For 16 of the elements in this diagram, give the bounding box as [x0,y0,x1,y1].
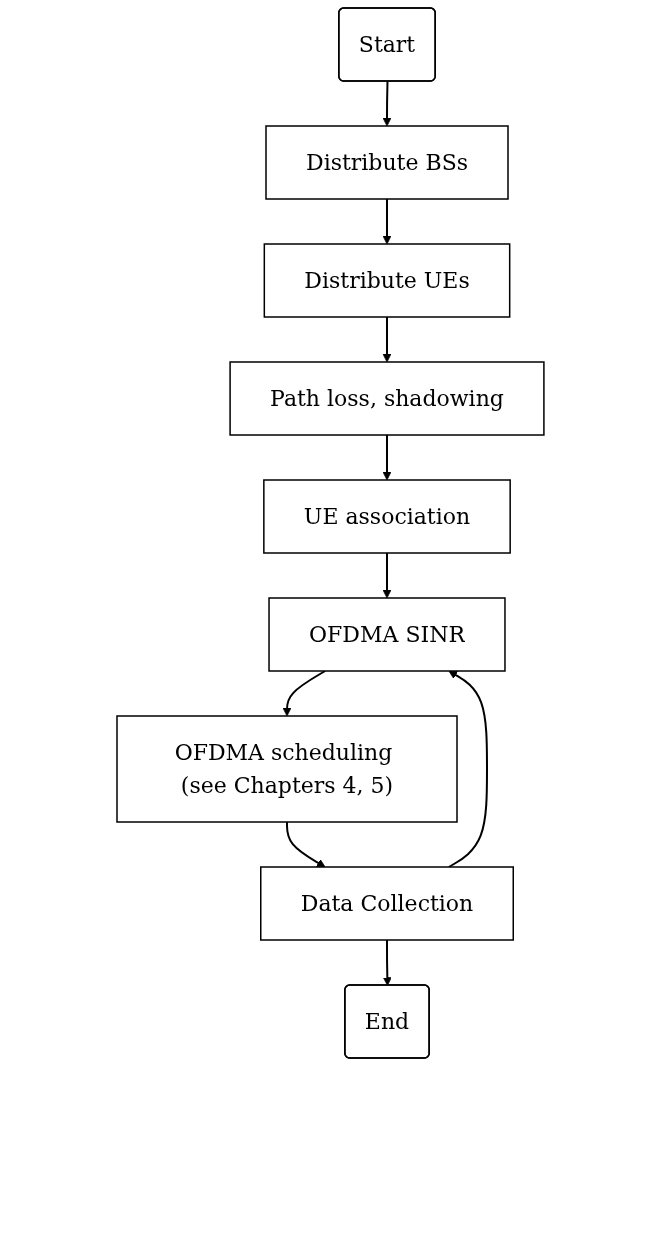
node-box: Distribute BSs [264,125,509,200]
node-box: Data Collection [259,866,514,941]
arrow [382,80,391,127]
node-box: UE association [262,479,511,554]
arrow [382,316,391,363]
arrow [382,198,391,245]
arrow [382,939,392,986]
node-box: OFDMA SINR [267,597,506,672]
node-box: Path loss, shadowing [228,361,545,436]
arrow [382,434,391,481]
node-box: Distribute UEs [263,243,510,318]
node-box: OFDMA scheduling (see Chapters 4, 5) [115,715,458,823]
arrow [447,670,488,868]
arrow [382,552,391,599]
arrow [285,821,326,868]
arrow [282,670,326,717]
